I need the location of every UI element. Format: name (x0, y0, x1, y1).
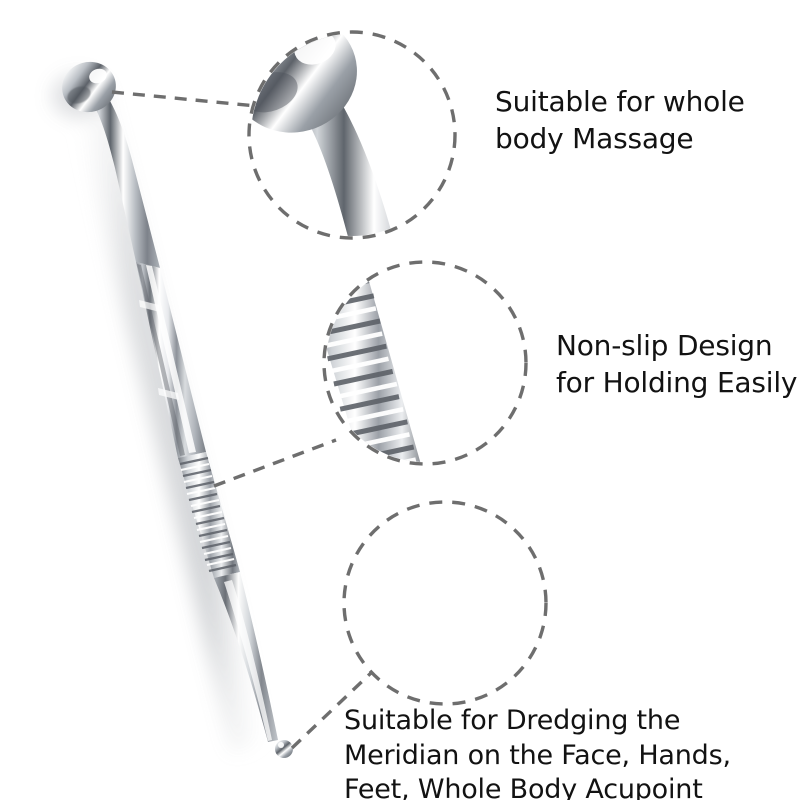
pen-upper-neck (89, 96, 160, 268)
shaft-seam-1 (139, 300, 160, 312)
product-drop-shadow (52, 74, 268, 752)
leader-line-pointed-tip (290, 670, 374, 750)
leader-line-ball-tip (111, 90, 257, 108)
pen-needle-ball (275, 740, 293, 758)
callout-text-ball-tip: Suitable for whole body Massage (495, 85, 745, 155)
callout-leader-lines (111, 90, 374, 750)
massage-pen-body (62, 61, 293, 758)
shaft-edge-dark (137, 264, 185, 456)
shaft-seam-2 (158, 388, 179, 400)
callout-text-pointed-tip: Suitable for Dredging the Meridian on th… (344, 705, 731, 800)
pen-grip-ribs (178, 452, 240, 578)
callout-circle-pointed-tip (342, 500, 548, 706)
leader-line-grip (213, 438, 337, 488)
lower-taper-highlight (224, 580, 272, 741)
shaft-highlight-1 (146, 265, 196, 453)
pen-ball-tip (62, 61, 116, 113)
callout-text-non-slip-grip: Non-slip Design for Holding Easily (556, 329, 798, 399)
